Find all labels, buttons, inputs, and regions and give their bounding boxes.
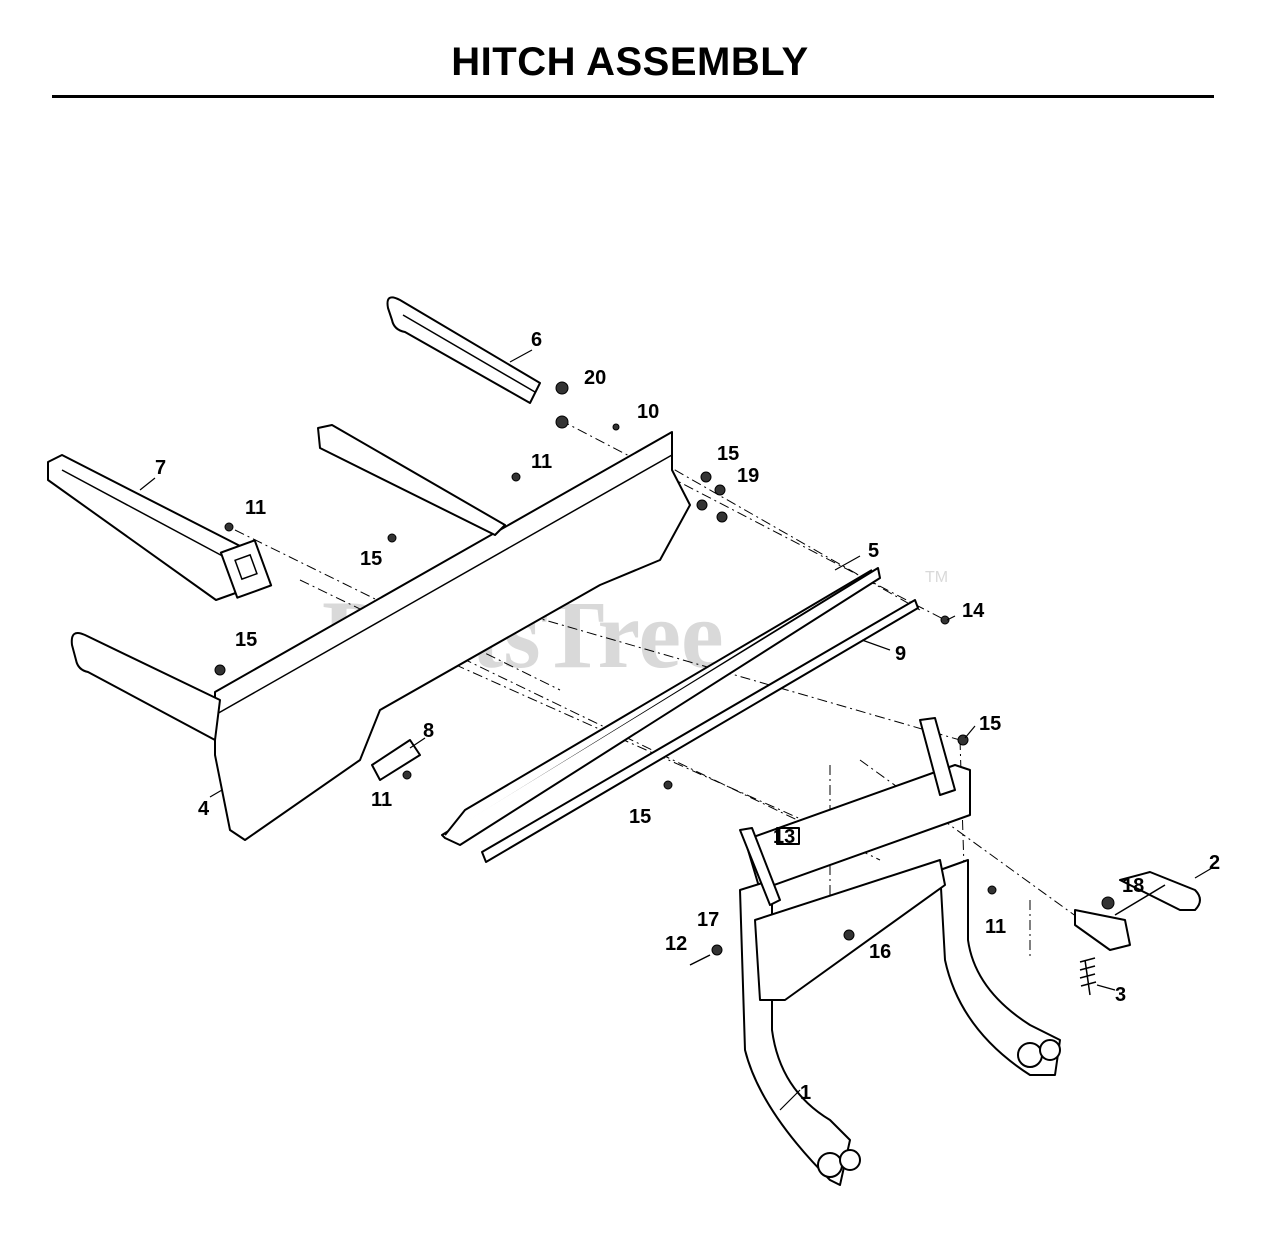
callout-7: 7	[155, 457, 166, 479]
callout-6: 6	[531, 329, 542, 351]
callout-17: 17	[697, 909, 719, 931]
callout-labels: 6 20 10 11 15 19 7 11 15 5 14 15 9 15 8 …	[155, 329, 1220, 1104]
part-8-bracket	[371, 739, 421, 781]
part-7-left-arm	[47, 454, 273, 601]
callout-15-lower: 16	[869, 941, 891, 963]
callout-15-mid: 15	[360, 548, 382, 570]
leader-lines	[139, 349, 1213, 1111]
part-9-flat-bar	[481, 599, 919, 863]
title-rule	[52, 95, 1214, 98]
callout-15-right: 15	[979, 713, 1001, 735]
callout-11-top: 11	[531, 451, 552, 473]
callout-8: 8	[423, 720, 434, 742]
callout-4: 4	[198, 798, 210, 820]
part-6-upper-handle	[386, 296, 541, 404]
part-4-frame-plate	[214, 424, 691, 841]
callout-18: 18	[1122, 875, 1144, 897]
callout-15-left: 15	[235, 629, 257, 651]
callout-16: 15	[717, 443, 739, 465]
callout-12: 12	[665, 933, 687, 955]
assembly-lines	[234, 419, 1096, 960]
callout-5: 5	[868, 540, 879, 562]
callout-11-right: 11	[985, 916, 1006, 938]
callout-20: 20	[584, 367, 606, 389]
callout-11-left: 11	[245, 497, 266, 519]
part-5-angle-strip	[441, 567, 881, 846]
callout-15-bottom: 15	[629, 806, 651, 828]
callout-2: 2	[1209, 852, 1220, 874]
callout-1: 1	[800, 1082, 811, 1104]
callout-14: 14	[962, 600, 985, 622]
part-2-clevis	[1074, 871, 1201, 951]
part-3-spring	[1079, 957, 1097, 996]
part-1-lift-frame	[739, 717, 1061, 1186]
diagram-title: HITCH ASSEMBLY	[451, 40, 809, 84]
callout-19: 19	[737, 465, 759, 487]
callout-11-bottom: 11	[371, 789, 392, 811]
callout-9: 9	[895, 643, 906, 665]
callout-10: 10	[637, 401, 659, 423]
watermark-trademark: TM	[925, 569, 948, 586]
hardware	[214, 381, 1115, 966]
callout-13: 13	[773, 826, 795, 848]
callout-3: 3	[1115, 984, 1126, 1006]
part-lower-handle	[70, 632, 221, 741]
